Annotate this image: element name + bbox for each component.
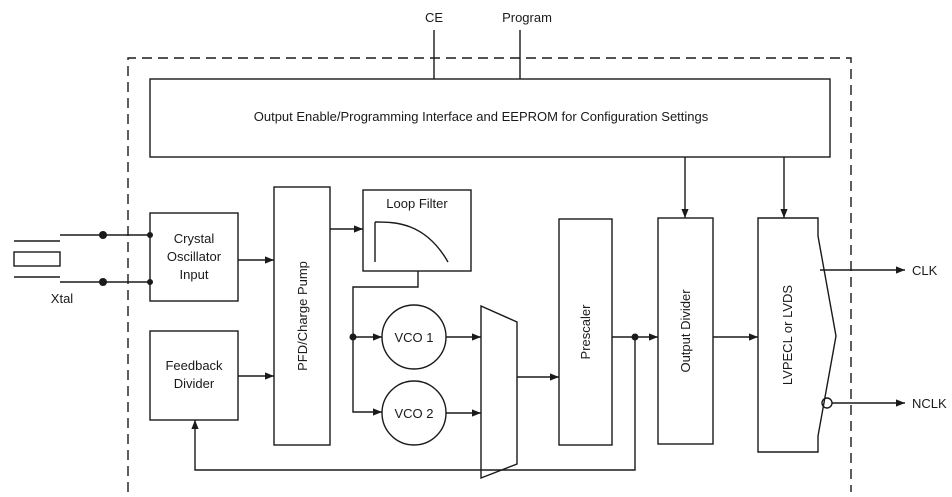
program-label: Program	[502, 10, 552, 25]
prescaler-label: Prescaler	[578, 304, 593, 360]
vco-mux	[480, 304, 518, 480]
crystal-label-line2: Oscillator	[167, 249, 222, 264]
vco-split-dot	[349, 333, 357, 341]
crystal-symbol	[13, 234, 150, 283]
crystal-label-line1: Crystal	[174, 231, 215, 246]
vco2-label: VCO 2	[394, 406, 433, 421]
xtal-pin-dot-top	[99, 231, 107, 239]
feedback-label-line1: Feedback	[165, 358, 223, 373]
prescaler-block	[558, 218, 613, 446]
interface-label: Output Enable/Programming Interface and …	[254, 109, 709, 124]
prescaler-out-dot	[631, 333, 639, 341]
wire-filter-to-vcos	[352, 271, 419, 416]
chip-boundary	[127, 57, 852, 492]
feedback-label-line2: Divider	[174, 376, 215, 391]
osc-junction-dot-top	[147, 232, 153, 238]
pfd-label: PFD/Charge Pump	[295, 261, 310, 371]
vco1-label: VCO 1	[394, 330, 433, 345]
loop-filter-label: Loop Filter	[386, 196, 448, 211]
xtal-label: Xtal	[51, 291, 74, 306]
pfd-charge-pump-block	[273, 186, 331, 446]
loop-filter-block	[362, 189, 472, 272]
ce-label: CE	[425, 10, 443, 25]
loop-filter-curve	[374, 221, 449, 263]
wire-feedback-loop	[191, 337, 636, 471]
xtal-pin-dot-bottom	[99, 278, 107, 286]
output-divider-label: Output Divider	[678, 289, 693, 373]
crystal-oscillator-block	[149, 212, 239, 302]
crystal-label-line3: Input	[180, 267, 209, 282]
output-buffer-label: LVPECL or LVDS	[780, 285, 795, 386]
nclk-label: NCLK	[912, 396, 947, 411]
clk-label: CLK	[912, 263, 938, 278]
output-buffer-block	[757, 217, 837, 453]
interface-block	[149, 78, 831, 158]
junction-dots	[99, 231, 639, 341]
osc-junction-dot-bottom	[147, 279, 153, 285]
